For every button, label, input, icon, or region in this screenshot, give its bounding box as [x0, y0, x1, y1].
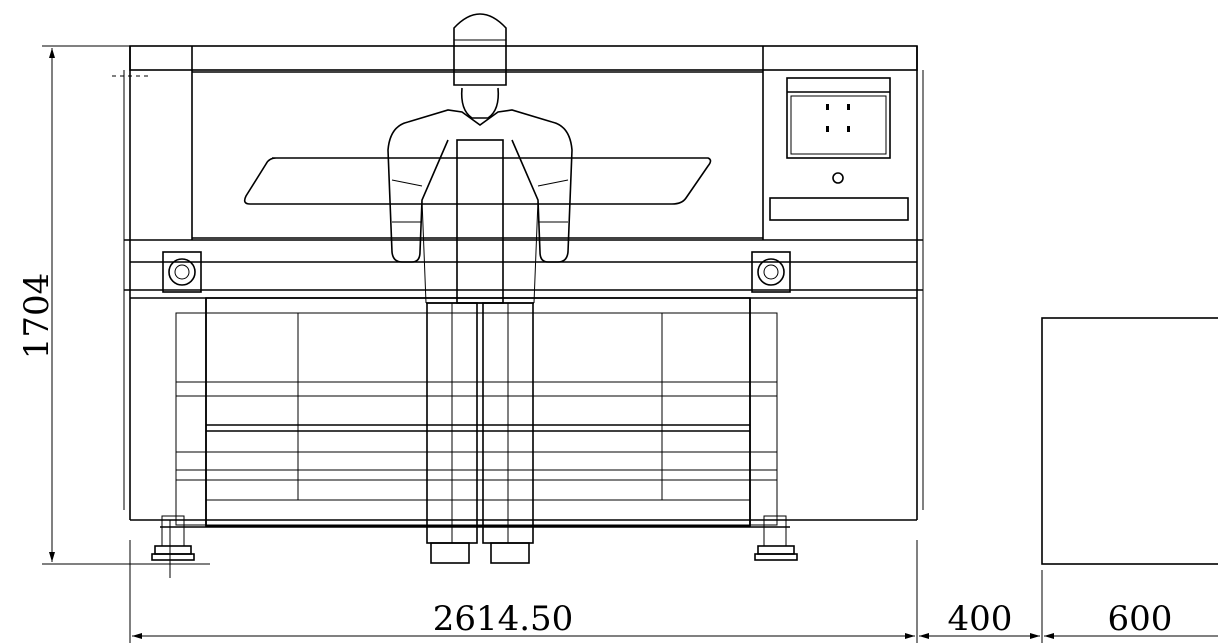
machine-frame [112, 45, 924, 528]
control-panel [769, 77, 909, 221]
overall-width-label: 2614.50 [433, 599, 574, 639]
left-foot-icon [151, 515, 195, 578]
gap-width-label: 400 [948, 599, 1013, 639]
cutting-bed [243, 157, 712, 205]
height-dimension: 1704 [17, 45, 210, 565]
lower-cabinet [175, 297, 778, 527]
left-knob-icon [162, 251, 202, 293]
right-foot-icon [754, 515, 798, 561]
operator-figure [387, 13, 573, 564]
width-dimensions: 2614.50 400 600 [129, 540, 1218, 643]
right-knob-icon [751, 251, 791, 293]
box-width-label: 600 [1108, 599, 1173, 639]
side-box [1041, 317, 1218, 565]
height-dimension-label: 1704 [17, 273, 57, 360]
emergency-button-icon [832, 172, 844, 184]
